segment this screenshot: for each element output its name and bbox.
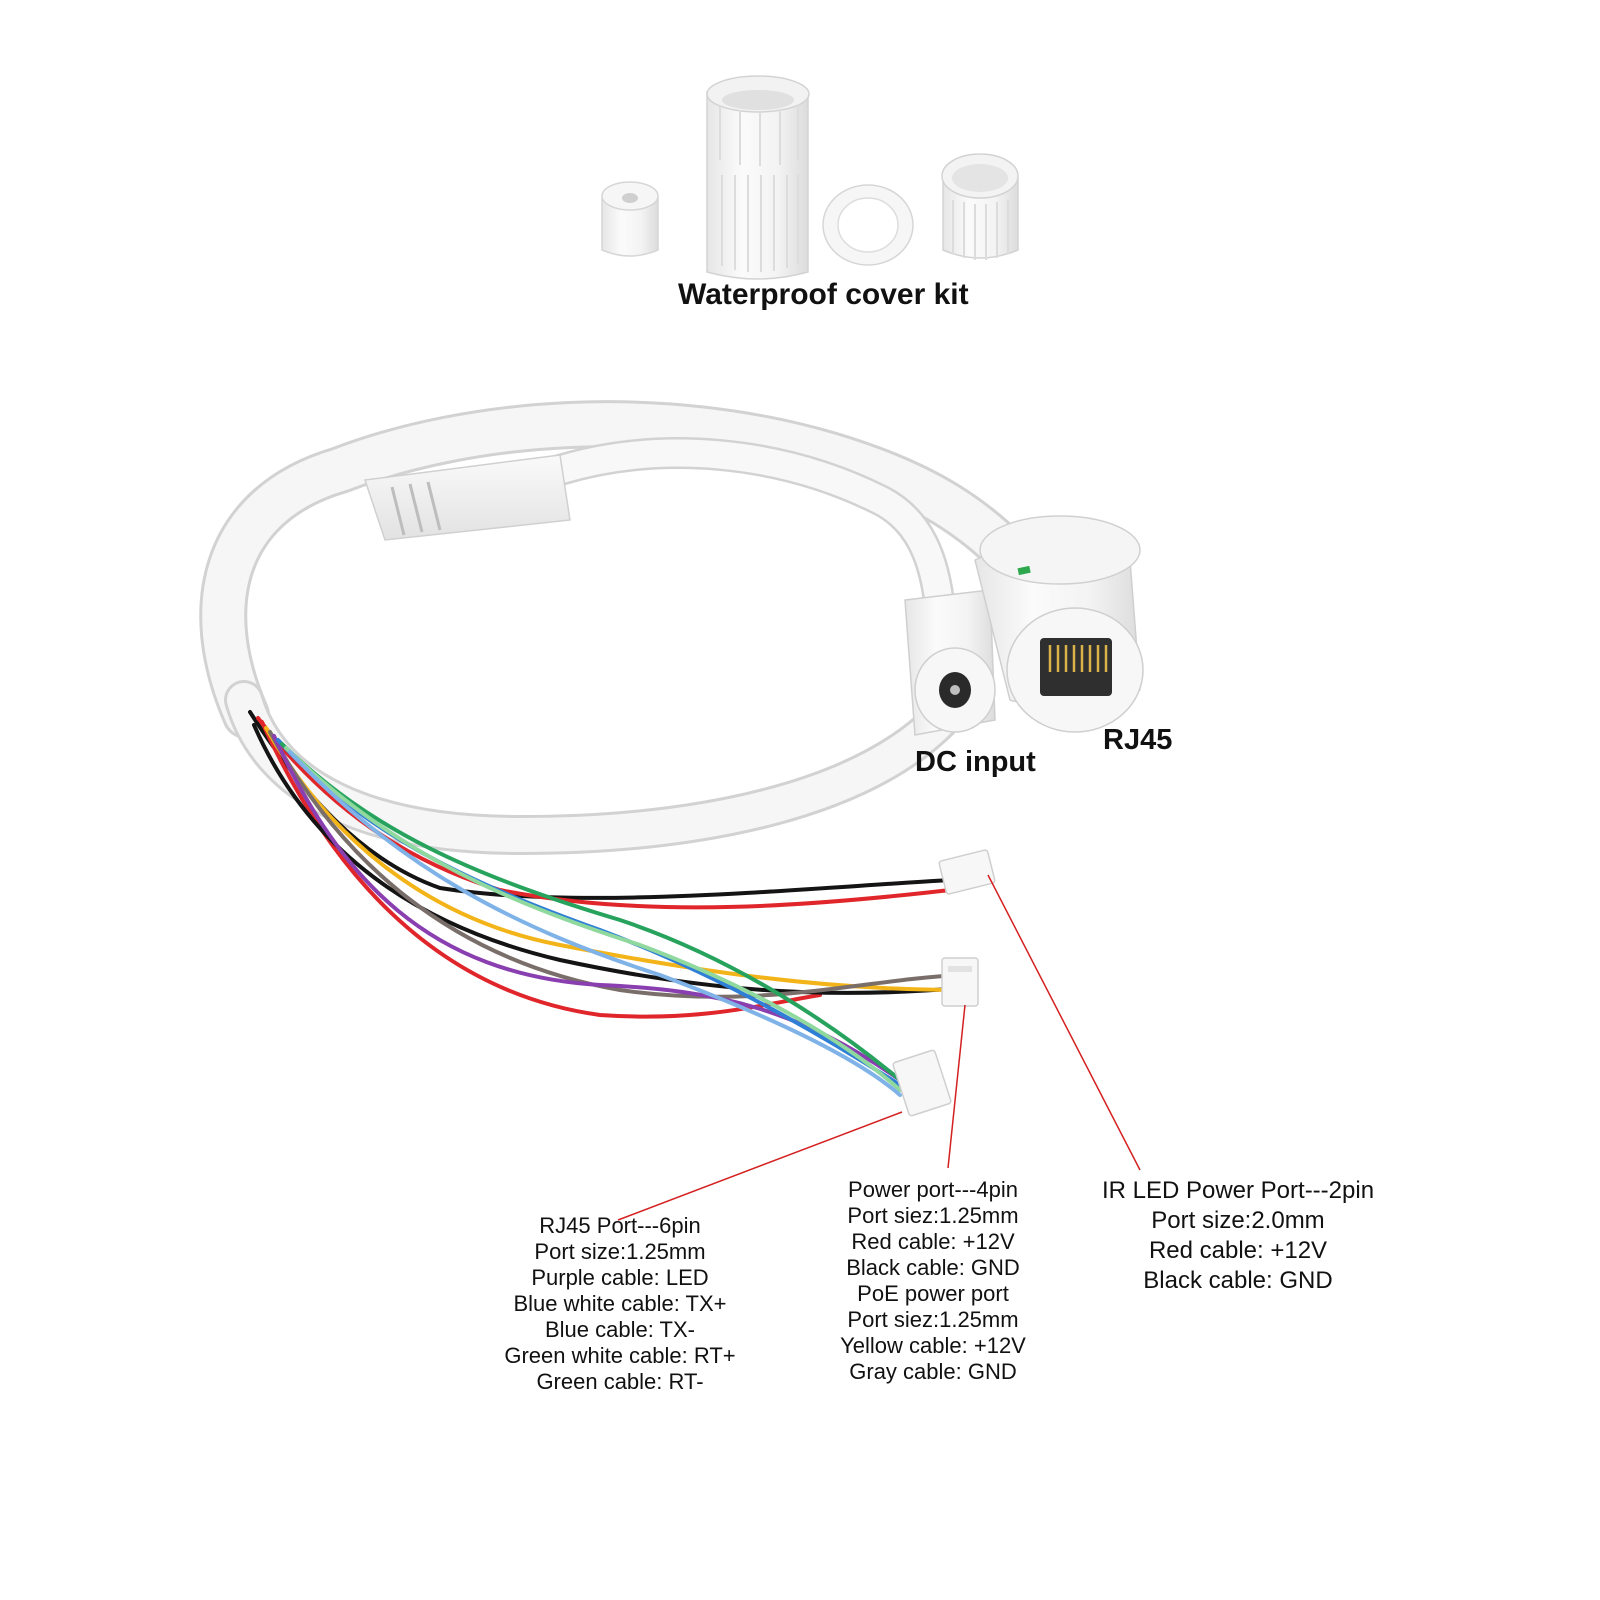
poe-yellow-wire <box>264 726 962 992</box>
rj45-port-line: Blue cable: TX- <box>544 1317 695 1342</box>
power-port-line: PoE power port <box>857 1281 1009 1306</box>
ir-port-line: IR LED Power Port---2pin <box>1101 1177 1375 1204</box>
power-port-line: Gray cable: GND <box>849 1359 1017 1384</box>
cover-kit-parts <box>601 75 1019 280</box>
ir-port-line: Black cable: GND <box>1143 1267 1333 1294</box>
cover-kit-title: Waterproof cover kit <box>678 278 969 311</box>
rj45-port-leader <box>617 1111 903 1221</box>
power-plug <box>941 957 979 1007</box>
small-bushing-part <box>601 181 659 257</box>
seal-ring-part <box>822 184 914 266</box>
power-port-line: Red cable: +12V <box>851 1229 1015 1254</box>
ir-red-wire <box>256 716 952 910</box>
rj45-port-line: Green cable: RT- <box>536 1369 704 1394</box>
rj45-port-line: Green white cable: RT+ <box>504 1343 736 1368</box>
wire-bundle <box>248 710 962 1097</box>
dc-input-label: DC input <box>915 746 1036 778</box>
leader-lines <box>617 874 1141 1221</box>
main-cable <box>199 400 1039 856</box>
power-port-line: Port siez:1.25mm <box>847 1203 1019 1228</box>
power-port-line: Power port---4pin <box>848 1177 1018 1202</box>
power-black-wire <box>252 723 962 995</box>
rj45-green-wire <box>280 742 902 1082</box>
ir-port-line: Red cable: +12V <box>1148 1237 1328 1264</box>
rj45-blue-white-wire <box>288 750 902 1097</box>
rj45-6pin-plug <box>892 1049 952 1117</box>
rj45-lightgreen-wire <box>284 746 902 1092</box>
dc-input-connector <box>904 589 996 736</box>
ir-port-line: Port size:2.0mm <box>1151 1207 1325 1234</box>
rj45-port-line: Blue white cable: TX+ <box>513 1291 727 1316</box>
rj45-connector <box>974 515 1144 733</box>
power-port-leader <box>947 1004 966 1169</box>
ir-port-leader <box>987 874 1141 1171</box>
power-port-line: Port siez:1.25mm <box>847 1307 1019 1332</box>
ir-plug <box>938 849 996 895</box>
rj45-port-line: Purple cable: LED <box>531 1265 709 1290</box>
rj45-port-callout: RJ45 Port---6pin Port size:1.25mm Purple… <box>470 1213 770 1395</box>
rj45-port-line: Port size:1.25mm <box>534 1239 706 1264</box>
rj45-label: RJ45 <box>1103 724 1173 756</box>
nut-part <box>941 153 1019 260</box>
ir-port-callout: IR LED Power Port---2pin Port size:2.0mm… <box>1083 1176 1393 1296</box>
poe-gray-wire <box>268 730 962 999</box>
cable-splitter <box>364 454 571 541</box>
threaded-cover-part <box>706 75 810 280</box>
power-port-line: Yellow cable: +12V <box>840 1333 1026 1358</box>
rj45-port-line: RJ45 Port---6pin <box>539 1213 701 1238</box>
power-port-callout: Power port---4pin Port siez:1.25mm Red c… <box>808 1177 1058 1385</box>
power-port-line: Black cable: GND <box>846 1255 1020 1280</box>
